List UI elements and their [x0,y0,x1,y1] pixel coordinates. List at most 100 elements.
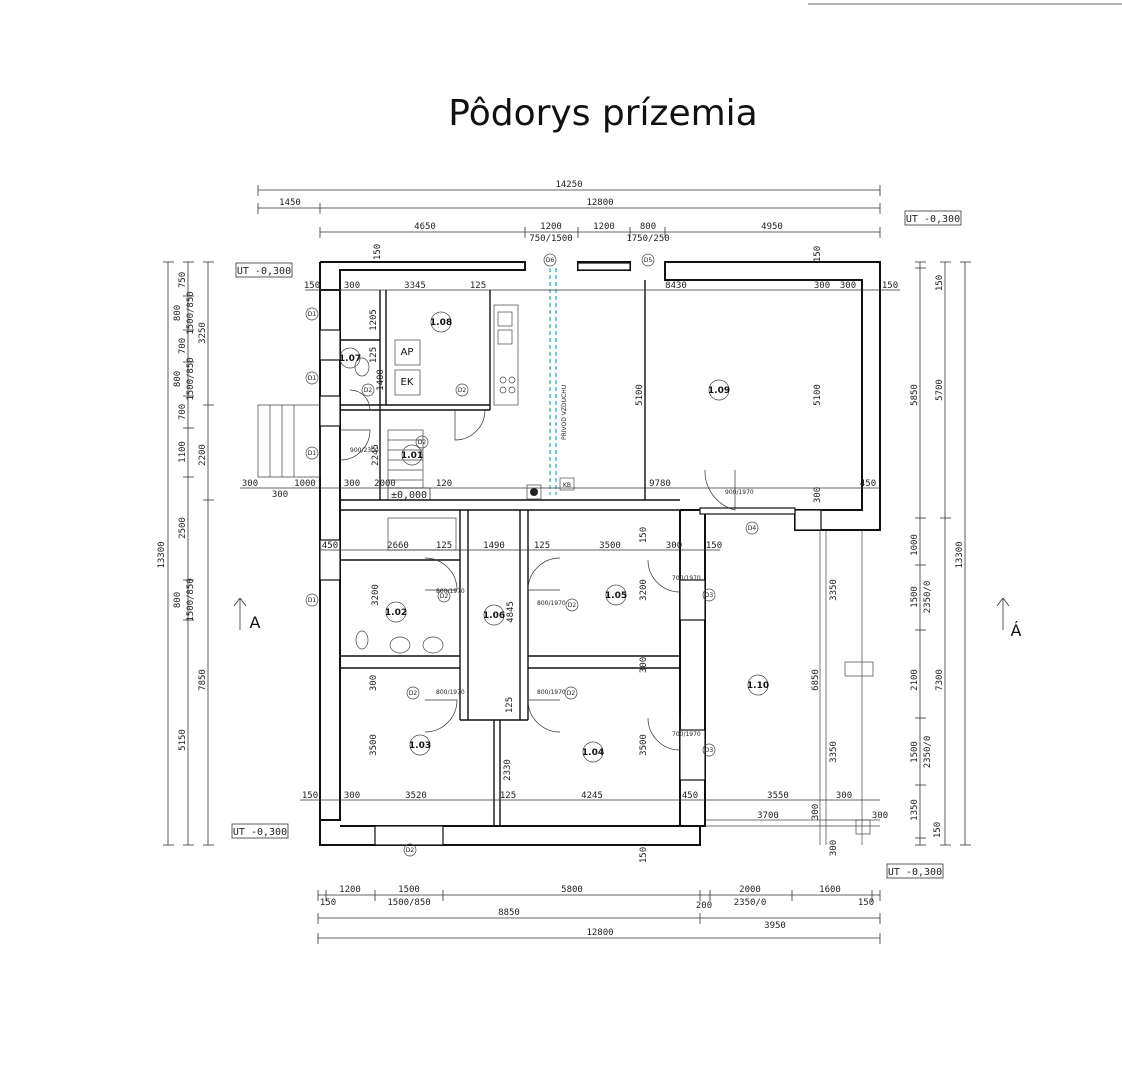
tag-circle [437,589,451,603]
drawing-rect [904,210,962,226]
door-tag-d3a: D3 [705,592,714,599]
room-1-02: 1.02 [385,608,407,618]
dim-left-750: 750 [178,272,188,288]
dimension-label: 3350 [829,741,839,763]
dimension-label: 125 [505,697,515,713]
dimension-label: 300 [272,490,288,500]
dim-right-5700: 5700 [935,379,945,401]
room-1-06: 1.06 [483,611,505,621]
tag-circle [530,488,538,496]
door-size-1-05-window: 700/1970 [672,575,701,582]
drawing-rect [679,579,706,621]
door-tag-d2d: D2 [440,593,449,600]
window-tag-labels: D6 D5 D1 D1 D1 D1 D2 D2 D2 D2 D2 D2 D2 D… [305,253,759,857]
tag-circle [543,253,557,267]
tag-circle [499,386,507,394]
door-tag-d2g: D2 [567,690,576,697]
dimension-label: 150 [813,246,823,262]
equipment-ek: EK [401,377,414,388]
drawing-path [454,409,486,441]
level-floor-zero: ±0,000 [391,490,427,501]
sanitary-fixture [355,630,369,650]
section-mark-a-prime: Á [1011,621,1022,640]
room-1-04: 1.04 [582,748,604,758]
window-tag-d2h: D2 [406,847,415,854]
dim-bottom-sub-1500: 1500/850 [387,898,430,908]
room-labels: 1.01 1.02 1.03 1.04 1.05 1.06 1.07 1.08 … [339,311,769,763]
room-1-03: 1.03 [409,741,431,751]
dimension-label: 5100 [635,384,645,406]
dim-bottom-2000: 2000 [739,885,761,895]
dim-right-1500a: 1500 [910,586,920,608]
dimension-label: 2245 [371,444,381,466]
dim-left-sub-b: 1500/850 [186,357,196,400]
drawing-rect [497,311,513,327]
tag-circle [430,311,452,333]
dimension-label: 450 [860,479,876,489]
dimension-label: 9780 [649,479,671,489]
door-tag-d3b: D3 [705,747,714,754]
drawing-line [1002,597,1010,607]
tag-circle [702,743,716,757]
dim-top-4650: 4650 [414,222,436,232]
dim-left-sub-c: 1500/850 [186,578,196,621]
right-dimensions: 13300 5700 7300 150 5850 1000 1500 2350/… [910,261,971,846]
drawing-rect [235,262,293,278]
tag-circle [641,253,655,267]
drawing-rect [577,262,631,271]
drawing-rect [679,729,706,781]
door-tag-d2a: D2 [364,387,373,394]
window-tag-d1d: D1 [308,597,317,604]
drawing-rect [394,369,421,396]
dimension-label: 2330 [503,759,513,781]
left-dimensions: 13300 3250 2200 7850 750 800 1500/850 70… [157,261,214,846]
window-tag-d6: D6 [546,257,555,264]
level-top-right: UT -0,300 [906,214,960,225]
drawing-path [647,559,681,593]
tag-circle [361,383,375,397]
dimension-label: 3700 [757,811,779,821]
dimension-label: 1000 [294,479,316,489]
door-size-1-05: 800/1970 [537,600,566,607]
drawing-rect [319,395,341,427]
room-1-09: 1.09 [708,386,730,396]
dimension-label: 150 [373,244,383,260]
dimension-label: 1205 [369,309,379,331]
dim-left-2500: 2500 [178,517,188,539]
drawing-path [319,820,701,846]
dimension-label: 150 [302,791,318,801]
door-size-1-03: 800/1970 [436,689,465,696]
tag-circle [508,376,516,384]
dim-right-1000: 1000 [910,534,920,556]
door-size-entry: 900/2300 [350,447,379,454]
drawing-line [239,597,247,607]
tag-circle [305,307,319,321]
dim-right-sub-b: 2350/0 [923,736,933,769]
door-size-bath: 800/1970 [436,588,465,595]
drawing-path [664,261,881,531]
dimension-label: 150 [304,281,320,291]
dimension-label: 1490 [483,541,505,551]
window-tag-d1c: D1 [308,450,317,457]
drawing-path [349,389,371,411]
dim-top-12800: 12800 [586,198,613,208]
drawing-rect [231,823,289,839]
tag-circle [409,734,431,756]
dimension-label: 3500 [599,541,621,551]
drawing-rect [886,863,944,879]
dim-left-5150: 5150 [178,729,188,751]
dimension-label: 300 [242,479,258,489]
dim-bottom-12800: 12800 [586,928,613,938]
dim-top-1450: 1450 [279,198,301,208]
dimension-label: 150 [882,281,898,291]
dimension-label: 2000 [374,479,396,489]
door-size-1-04: 800/1970 [537,689,566,696]
tag-circle [565,598,579,612]
tag-circle [339,347,361,369]
drawing-path [424,699,458,733]
dimension-label: 4845 [506,601,516,623]
equipment-ap: AP [401,347,414,358]
dimension-label: 3200 [371,584,381,606]
drawing-rect [855,819,871,835]
tag-circle [403,843,417,857]
